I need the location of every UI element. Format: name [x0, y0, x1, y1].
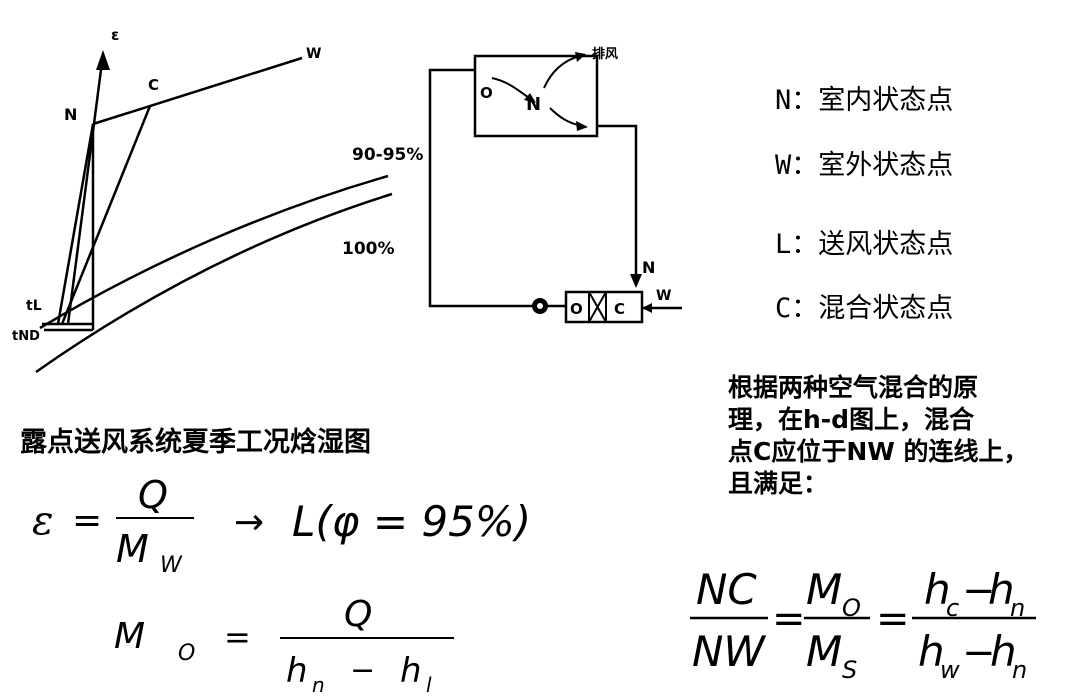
svg-text:Q: Q [344, 594, 372, 635]
svg-text:M: M [116, 527, 149, 571]
epsilon-line [66, 61, 104, 325]
n-l-line [56, 123, 95, 325]
pipe-right [597, 124, 638, 276]
mixing-box [473, 54, 599, 138]
svg-text:h: h [990, 627, 1017, 676]
hd-chart: ε W C N 90-95% 100% tL tND [12, 26, 423, 374]
svg-text:h: h [286, 651, 308, 691]
svg-text:=: = [224, 618, 251, 656]
legend-item-c: C：混合状态点 [775, 293, 954, 324]
mixing-principle-note: 根据两种空气混合的原 理，在h-d图上，混合 点C应位于NW 的连线上， 且满足… [728, 373, 1029, 498]
exhaust-label: 排风 [592, 46, 618, 62]
svg-text:=: = [72, 500, 102, 541]
unit-o-label: O [570, 300, 583, 318]
svg-text:NW: NW [692, 627, 766, 676]
tl-label: tL [26, 298, 42, 314]
svg-text:h: h [400, 651, 422, 691]
legend-item-w: W：室外状态点 [775, 150, 954, 181]
svg-text:w: w [940, 656, 960, 684]
svg-text:L(φ = 95%): L(φ = 95%) [292, 497, 531, 546]
svg-text:→: → [234, 502, 264, 543]
svg-text:Q: Q [138, 473, 168, 517]
outdoor-w-label: W [656, 288, 671, 304]
pct-90-95-label: 90-95% [352, 145, 423, 165]
svg-text:h: h [924, 565, 951, 614]
unit-c-label: C [614, 300, 625, 318]
c-l-line [60, 105, 152, 325]
svg-text:M: M [114, 616, 145, 657]
nw-line [92, 56, 303, 126]
svg-text:=: = [772, 596, 806, 642]
pct-100-label: 100% [342, 239, 395, 259]
legend-item-n: N：室内状态点 [775, 85, 954, 116]
svg-text:l: l [426, 673, 432, 697]
epsilon-label: ε [111, 26, 119, 44]
svg-text:NC: NC [696, 565, 757, 614]
svg-text:M: M [806, 627, 842, 676]
svg-text:n: n [1010, 594, 1025, 622]
svg-text:O: O [842, 594, 861, 622]
return-n-label: N [642, 258, 655, 277]
point-w-label: W [306, 46, 321, 62]
svg-text:h: h [918, 627, 945, 676]
tnd-label: tND [12, 329, 40, 344]
svg-text:−: − [962, 630, 996, 676]
svg-text:n: n [312, 673, 325, 697]
svg-text:S: S [842, 656, 857, 684]
svg-text:−: − [350, 653, 375, 688]
epsilon-arrowhead [96, 50, 110, 70]
pipe-arrow [630, 274, 642, 288]
formula-mo: M O = Q h n − h l [114, 594, 454, 697]
curve-90-95 [39, 174, 389, 330]
svg-text:O: O [178, 641, 195, 666]
formula-ratio: NC NW = M O M S = h c − h n h w − h n [690, 565, 1036, 684]
legend-item-l: L：送风状态点 [775, 229, 954, 260]
diagram-caption: 露点送风系统夏季工况焓湿图 [20, 427, 371, 458]
curve-100 [35, 192, 393, 374]
point-n-label: N [64, 105, 77, 124]
svg-text:ε: ε [32, 498, 53, 544]
box-n-label: N [526, 94, 541, 115]
pipe-left [428, 68, 532, 308]
svg-text:=: = [876, 596, 910, 642]
system-schematic: O N 排风 N O C W [428, 46, 682, 324]
inlet-arrow [642, 303, 652, 313]
airflow-arrow-up [543, 55, 581, 89]
svg-text:W: W [160, 553, 183, 578]
formula-epsilon: ε = Q M W → L(φ = 95%) [32, 473, 531, 578]
svg-text:−: − [962, 568, 996, 614]
point-c-label: C [148, 76, 159, 94]
svg-text:n: n [1012, 656, 1027, 684]
svg-text:M: M [806, 565, 842, 614]
svg-text:c: c [946, 594, 959, 622]
box-o-label: O [480, 84, 493, 102]
svg-text:h: h [988, 565, 1015, 614]
